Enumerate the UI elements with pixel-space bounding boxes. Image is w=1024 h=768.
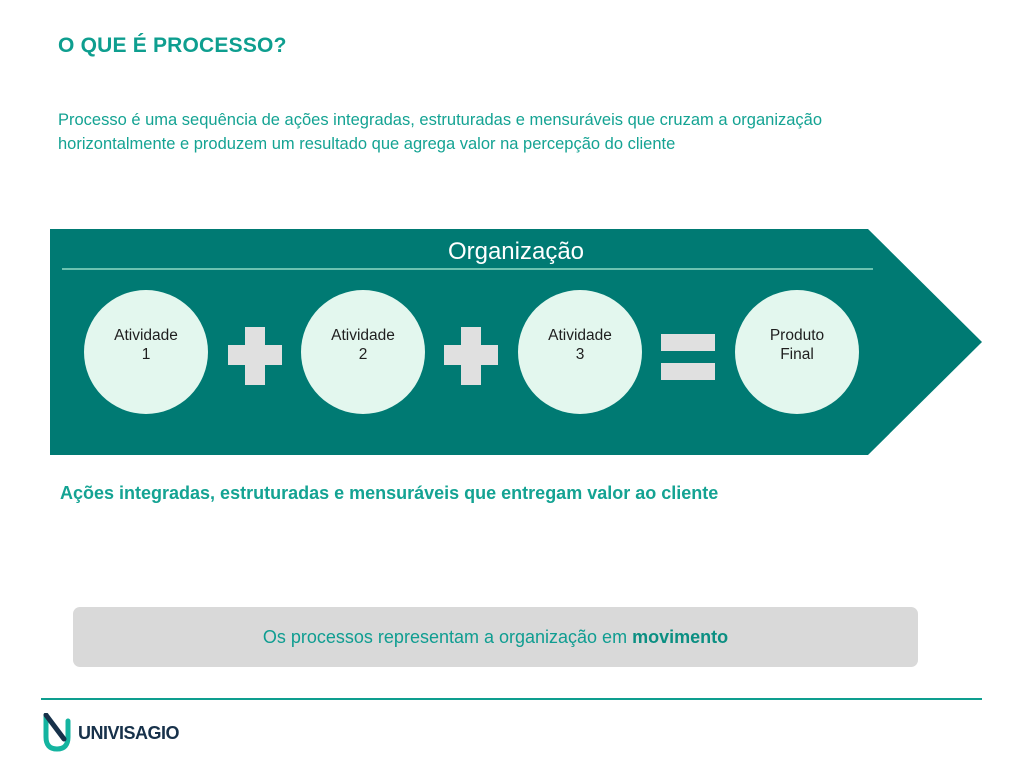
final-product-label: Produto xyxy=(769,327,825,344)
final-product-node: Produto Final xyxy=(735,290,859,414)
movement-banner: Os processos representam a organização e… xyxy=(73,607,918,667)
arrow-shape xyxy=(50,229,982,455)
banner-emphasis: movimento xyxy=(632,626,729,647)
activity-3-node: Atividade 3 xyxy=(518,290,642,414)
organization-label: Organização xyxy=(447,238,585,265)
univisagio-logo-icon xyxy=(43,713,71,752)
definition-line-1: Processo é uma sequência de ações integr… xyxy=(58,111,823,129)
activity-1-node: Atividade 1 xyxy=(84,290,208,414)
plus-icon xyxy=(228,327,282,385)
activity-1-number: 1 xyxy=(141,346,151,363)
univisagio-logo: UNIVISAGIO xyxy=(42,713,180,753)
logo-text: UNIVISAGIO xyxy=(78,722,180,743)
plus-icon xyxy=(444,327,498,385)
activity-3-number: 3 xyxy=(575,346,585,363)
slide-title: O QUE É PROCESSO? xyxy=(58,34,287,57)
activity-1-label: Atividade xyxy=(114,327,178,344)
activity-2-label: Atividade xyxy=(331,327,395,344)
definition-line-2: horizontalmente e produzem um resultado … xyxy=(58,135,676,153)
activity-2-number: 2 xyxy=(358,346,368,363)
definition-text: Processo é uma sequência de ações integr… xyxy=(58,108,958,156)
diagram-subtitle: Ações integradas, estruturadas e mensurá… xyxy=(60,483,719,503)
activity-3-label: Atividade xyxy=(548,327,612,344)
banner-text: Os processos representam a organização e… xyxy=(262,626,628,647)
activity-2-node: Atividade 2 xyxy=(301,290,425,414)
equals-icon xyxy=(661,334,715,380)
final-product-label-2: Final xyxy=(780,346,814,363)
footer-divider xyxy=(41,698,982,700)
organization-arrow: Organização Atividade 1 Atividade 2 Ativ… xyxy=(50,229,982,455)
